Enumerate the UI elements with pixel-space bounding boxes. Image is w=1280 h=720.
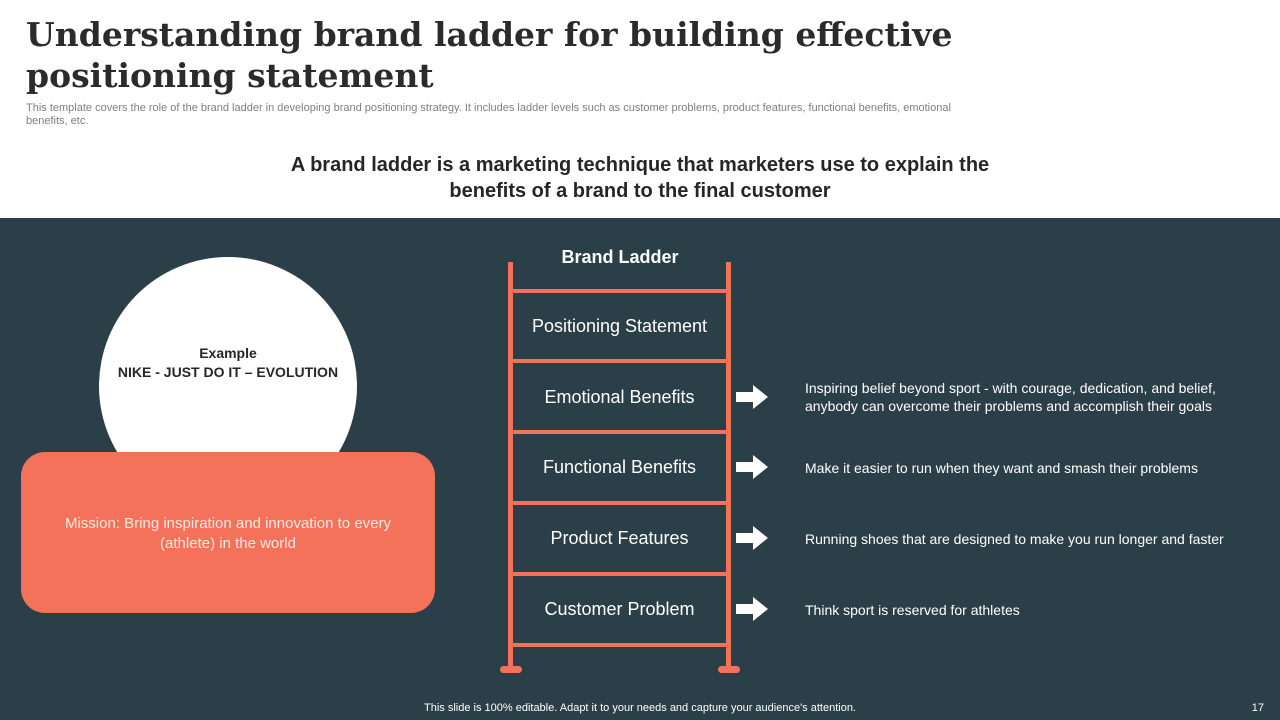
right-arrow-icon bbox=[736, 455, 768, 479]
functional-benefits-description: Make it easier to run when they want and… bbox=[805, 460, 1198, 476]
emotional-benefits-description: Inspiring belief beyond sport - with cou… bbox=[805, 380, 1216, 414]
example-label: Example bbox=[199, 345, 257, 361]
example-name: NIKE - JUST DO IT – EVOLUTION bbox=[117, 364, 339, 380]
ladder-rung bbox=[508, 572, 731, 576]
right-arrow-icon bbox=[736, 597, 768, 621]
mission-text: Mission: Bring inspiration and innovatio… bbox=[64, 515, 391, 552]
ladder-rail-right bbox=[726, 262, 731, 672]
ladder-rung bbox=[508, 359, 731, 363]
customer-problem-description: Think sport is reserved for athletes bbox=[805, 602, 1020, 618]
ladder-title: Brand Ladder bbox=[561, 247, 679, 267]
right-arrow-icon bbox=[736, 526, 768, 550]
ladder-step-positioning-statement: Positioning Statement bbox=[531, 315, 708, 336]
ladder-step-emotional-benefits: Emotional Benefits bbox=[544, 386, 695, 407]
headline: A brand ladder is a marketing technique … bbox=[290, 154, 990, 202]
ladder-step-customer-problem: Customer Problem bbox=[544, 598, 695, 619]
slide-title: Understanding brand ladder for building … bbox=[26, 15, 953, 95]
ladder-rung bbox=[508, 430, 731, 434]
slide-footer: This slide is 100% editable. Adapt it to… bbox=[424, 702, 856, 714]
ladder-rung bbox=[508, 643, 731, 647]
page-number: 17 bbox=[1251, 702, 1264, 714]
ladder-foot-right bbox=[718, 666, 740, 673]
example-text: Example NIKE - JUST DO IT – EVOLUTION bbox=[110, 344, 346, 382]
ladder-rung bbox=[508, 501, 731, 505]
product-features-description: Running shoes that are designed to make … bbox=[805, 531, 1224, 547]
ladder-step-product-features: Product Features bbox=[550, 527, 689, 548]
ladder-step-functional-benefits: Functional Benefits bbox=[542, 456, 697, 477]
mission-box bbox=[21, 452, 435, 613]
slide-subtitle: This template covers the role of the bra… bbox=[26, 102, 951, 127]
ladder-rung bbox=[508, 289, 731, 293]
ladder-foot-left bbox=[500, 666, 522, 673]
right-arrow-icon bbox=[736, 385, 768, 409]
ladder-rail-left bbox=[508, 262, 513, 672]
